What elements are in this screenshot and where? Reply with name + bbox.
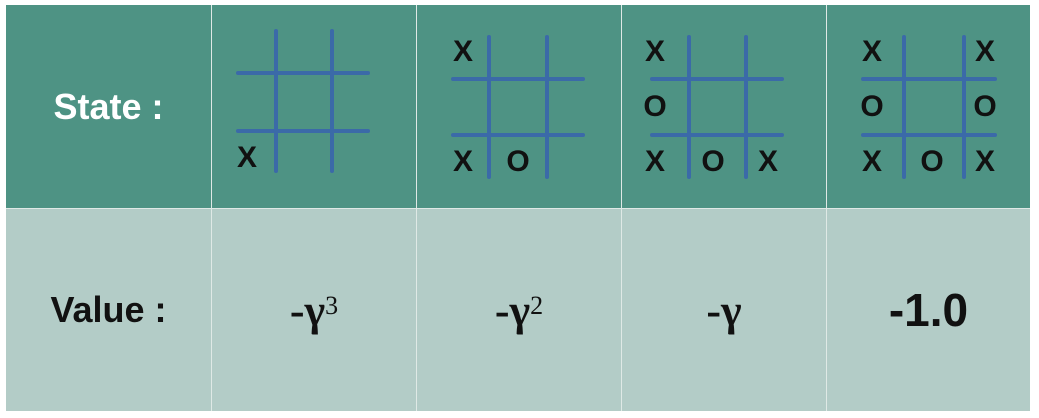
board-1: X (236, 29, 370, 174)
o-mark: O (920, 145, 943, 178)
o-mark: O (973, 90, 996, 123)
value-row-label: Value : (50, 289, 167, 330)
o-mark: O (643, 90, 666, 123)
value-2-exponent: 2 (530, 291, 544, 320)
o-mark: O (701, 145, 724, 178)
value-2-base: -γ (494, 285, 531, 335)
value-cell-4: -1.0 (826, 208, 1030, 411)
state-header-cell: State : (6, 5, 211, 208)
x-mark: X (862, 145, 882, 178)
state-cell-1: X (211, 5, 416, 208)
x-mark: X (758, 145, 778, 178)
x-mark: X (237, 141, 257, 174)
value-3-base: -γ (706, 285, 742, 335)
x-mark: X (645, 35, 665, 68)
x-mark: X (645, 145, 665, 178)
value-4: -1.0 (827, 209, 1030, 411)
value-3: -γ (622, 209, 826, 411)
x-mark: X (862, 35, 882, 68)
o-mark: O (506, 145, 529, 178)
x-mark: X (453, 35, 473, 68)
x-mark: X (975, 35, 995, 68)
x-mark: X (975, 145, 995, 178)
value-header-cell: Value : (6, 208, 211, 411)
x-mark: X (453, 145, 473, 178)
o-mark: O (860, 90, 883, 123)
state-row-label: State : (53, 85, 164, 127)
value-4-base: -1.0 (888, 284, 969, 336)
value-1-base: -γ (289, 285, 326, 335)
value-cell-3: -γ (621, 208, 826, 411)
value-1-exponent: 3 (325, 291, 339, 320)
